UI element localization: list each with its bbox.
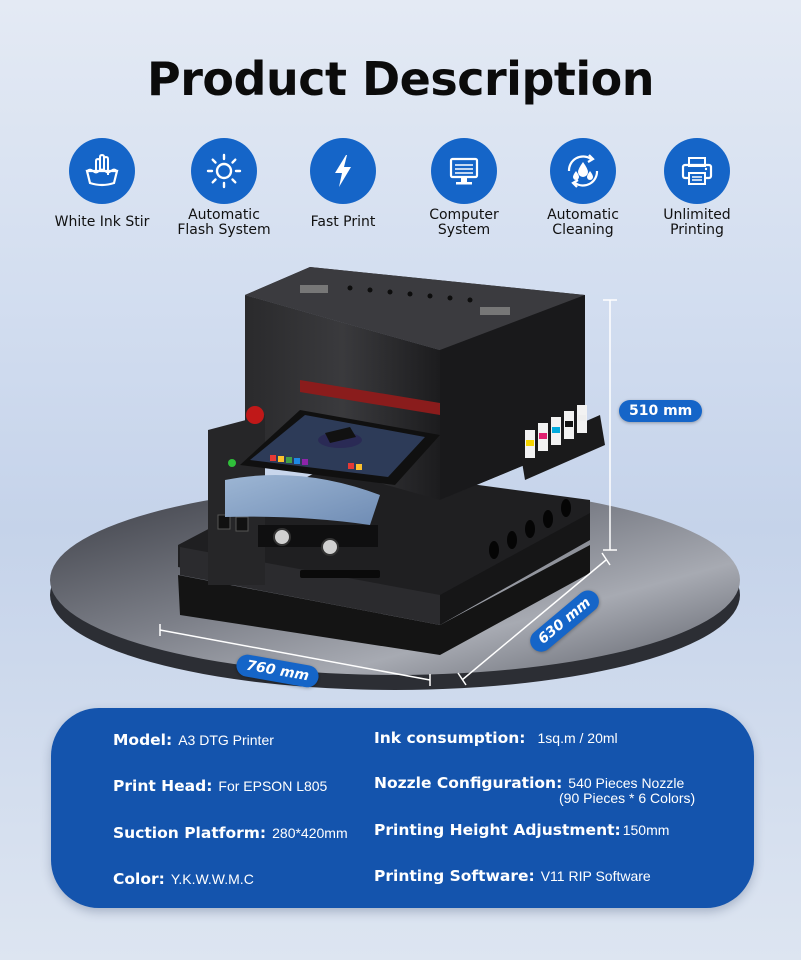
spec-label: Ink consumption:	[374, 729, 526, 747]
sun-icon	[191, 138, 257, 204]
feature-label: Unlimited Printing	[663, 207, 731, 238]
spec-value: 1sq.m / 20ml	[537, 730, 618, 746]
spec-value: V11 RIP Software	[540, 868, 651, 884]
spec-label: Color:	[113, 870, 165, 888]
spec-value: 150mm	[622, 822, 670, 838]
feature-unlimited-printing: Unlimited Printing	[637, 138, 757, 238]
spec-color: Color: Y.K.W.W.M.C	[113, 870, 254, 888]
spec-label: Model:	[113, 731, 173, 749]
spec-label: Print Head:	[113, 777, 213, 795]
height-dimension-badge: 510 mm	[619, 400, 703, 422]
spec-value: 280*420mm	[272, 825, 348, 841]
spec-suction-platform: Suction Platform: 280*420mm	[113, 824, 348, 842]
spec-ink-consumption: Ink consumption: 1sq.m / 20ml	[374, 729, 618, 747]
feature-list: White Ink Stir Automatic Flash System	[0, 138, 801, 238]
spec-value: For EPSON L805	[218, 778, 328, 794]
lightning-icon	[310, 138, 376, 204]
spec-label: Nozzle Configuration:	[374, 774, 563, 792]
spec-label: Suction Platform:	[113, 824, 267, 842]
spec-label: Printing Height Adjustment:	[374, 821, 621, 839]
spec-value: 540 Pieces Nozzle	[568, 775, 685, 791]
feature-label: Fast Print	[310, 214, 376, 230]
printer-icon	[664, 138, 730, 204]
monitor-icon	[431, 138, 497, 204]
feature-flash-system: Automatic Flash System	[164, 138, 284, 238]
spec-value-secondary: (90 Pieces * 6 Colors)	[559, 790, 696, 806]
printer-illustration	[50, 267, 740, 690]
feature-computer-system: Computer System	[404, 138, 524, 238]
spec-print-head: Print Head: For EPSON L805	[113, 777, 327, 795]
feature-auto-cleaning: Automatic Cleaning	[523, 138, 643, 238]
spec-value: Y.K.W.W.M.C	[170, 871, 254, 887]
spec-model: Model: A3 DTG Printer	[113, 731, 274, 749]
product-scene: 510 mm 760 mm 630 mm	[0, 255, 801, 705]
feature-label: Automatic Cleaning	[547, 207, 619, 238]
spec-printing-software: Printing Software: V11 RIP Software	[374, 867, 651, 885]
feature-label: Automatic Flash System	[177, 207, 271, 238]
spec-nozzle-configuration: Nozzle Configuration: 540 Pieces Nozzle (…	[374, 774, 695, 806]
feature-label: Computer System	[429, 207, 499, 238]
spec-height-adjustment: Printing Height Adjustment:150mm	[374, 821, 669, 839]
water-drops-cycle-icon	[550, 138, 616, 204]
feature-white-ink-stir: White Ink Stir	[42, 138, 162, 230]
hand-wash-icon	[69, 138, 135, 204]
feature-fast-print: Fast Print	[283, 138, 403, 230]
feature-label: White Ink Stir	[54, 214, 150, 230]
spec-panel: Model: A3 DTG Printer Print Head: For EPSO…	[51, 708, 754, 908]
spec-label: Printing Software:	[374, 867, 535, 885]
spec-value: A3 DTG Printer	[178, 732, 274, 748]
page-title: Product Description	[147, 52, 654, 106]
